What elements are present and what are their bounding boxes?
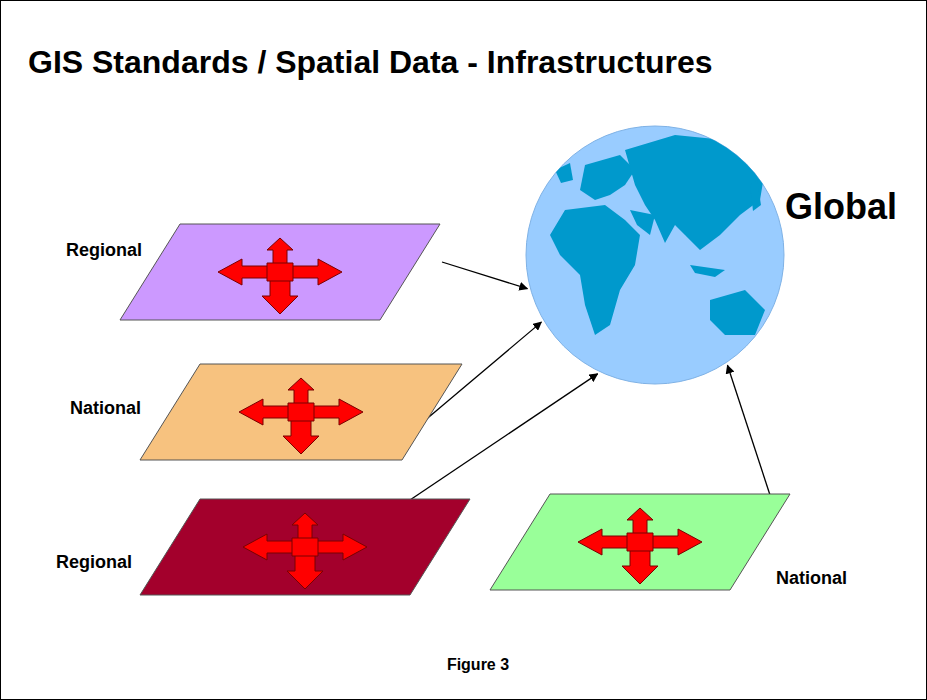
plane-shape — [490, 494, 790, 590]
figure-caption: Figure 3 — [447, 656, 509, 674]
regional-plane: Regional — [120, 224, 440, 320]
arrow-connector — [442, 262, 527, 289]
plane-shape — [140, 499, 470, 595]
node-label: National — [70, 398, 141, 419]
plane-shape — [120, 224, 440, 320]
plane-shape — [140, 364, 462, 460]
global-globe: Global — [525, 125, 785, 385]
arrow-connector — [727, 365, 770, 495]
node-label: Regional — [66, 240, 142, 261]
node-label: National — [776, 568, 847, 589]
diagram-title: GIS Standards / Spatial Data - Infrastru… — [28, 44, 713, 81]
regional-plane: Regional — [140, 499, 470, 595]
national-plane: National — [140, 364, 462, 460]
globe-shape — [525, 125, 785, 385]
national-plane: National — [490, 494, 790, 590]
node-label: Global — [785, 186, 897, 227]
node-label: Regional — [56, 552, 132, 573]
